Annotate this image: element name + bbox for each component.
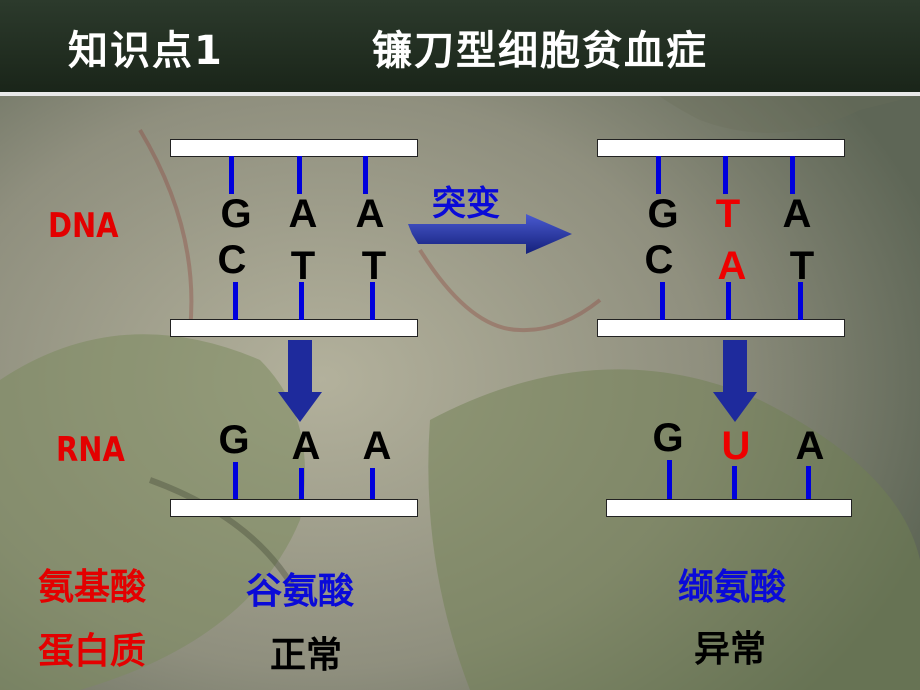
normal-amino-acid: 谷氨酸 <box>246 571 355 612</box>
mutant-amino-acid: 缬氨酸 <box>678 567 787 608</box>
mutant-rna-rung-3 <box>806 466 811 500</box>
mutant-rna-rung-2 <box>732 466 737 500</box>
dna-label: DNA <box>48 206 119 246</box>
normal-rna-strand <box>170 499 418 517</box>
mutant-dna-bottom-strand <box>597 319 845 337</box>
mutant-dna-top-base-3: A <box>782 192 812 236</box>
mutant-dna-bottom-rung-3 <box>798 282 803 320</box>
normal-dna-top-base-1: G <box>220 192 252 236</box>
normal-dna-top-rung-2 <box>297 156 302 194</box>
normal-dna-bottom-base-2: T <box>290 244 316 288</box>
normal-transcription-arrow <box>278 340 322 422</box>
normal-dna-top-base-2: A <box>288 192 318 236</box>
rna-label: RNA <box>56 430 125 470</box>
mutant-dna-top-base-1: G <box>647 192 679 236</box>
normal-dna-bottom-strand <box>170 319 418 337</box>
mutation-arrow <box>408 214 572 254</box>
normal-dna-top-rung-1 <box>229 156 234 194</box>
mutant-rna-base-3: A <box>795 424 825 468</box>
mutation-label: 突变 <box>432 184 500 224</box>
mutant-dna-top-base-2: T <box>715 192 741 236</box>
normal-dna-bottom-rung-2 <box>299 282 304 320</box>
normal-dna-bottom-rung-1 <box>233 282 238 320</box>
normal-rna-rung-3 <box>370 468 375 500</box>
mutant-rna-strand <box>606 499 852 517</box>
title-bar <box>0 0 920 92</box>
mutant-dna-bottom-rung-1 <box>660 282 665 320</box>
mutant-dna-top-strand <box>597 139 845 157</box>
slide-title-topic: 知识点1 <box>68 28 224 74</box>
normal-dna-top-rung-3 <box>363 156 368 194</box>
mutant-protein-status: 异常 <box>694 629 767 670</box>
protein-label: 蛋白质 <box>38 631 147 672</box>
normal-dna-top-base-3: A <box>355 192 385 236</box>
normal-dna-top-strand <box>170 139 418 157</box>
normal-dna-bottom-base-1: C <box>217 238 247 282</box>
mutant-transcription-arrow <box>713 340 757 422</box>
normal-rna-rung-2 <box>299 468 304 500</box>
mutant-dna-top-rung-3 <box>790 156 795 194</box>
mutant-rna-base-2: U <box>721 424 751 468</box>
normal-rna-base-3: A <box>362 424 392 468</box>
title-divider <box>0 92 920 96</box>
normal-dna-bottom-rung-3 <box>370 282 375 320</box>
amino-acid-label: 氨基酸 <box>38 567 147 608</box>
mutant-dna-bottom-base-1: C <box>644 238 674 282</box>
normal-dna-bottom-base-3: T <box>361 244 387 288</box>
normal-protein-status: 正常 <box>270 635 343 676</box>
normal-rna-rung-1 <box>233 462 238 500</box>
mutant-dna-top-rung-2 <box>723 156 728 194</box>
mutant-dna-bottom-rung-2 <box>726 282 731 320</box>
slide-title: 镰刀型细胞贫血症 <box>372 28 708 74</box>
normal-rna-base-1: G <box>218 418 250 462</box>
mutant-rna-rung-1 <box>667 460 672 500</box>
mutant-dna-top-rung-1 <box>656 156 661 194</box>
normal-rna-base-2: A <box>291 424 321 468</box>
mutant-dna-bottom-base-3: T <box>789 244 815 288</box>
mutant-dna-bottom-base-2: A <box>717 244 747 288</box>
mutant-rna-base-1: G <box>652 416 684 460</box>
